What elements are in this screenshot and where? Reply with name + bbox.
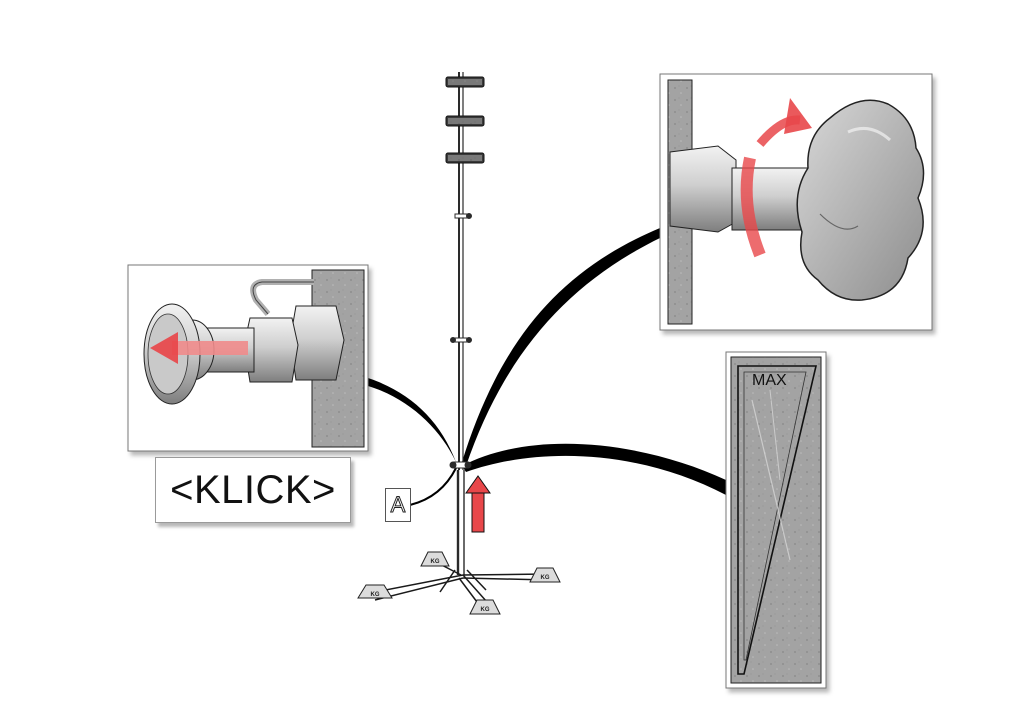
lamp-heads: [445, 76, 485, 164]
base-weight-label: KG: [431, 559, 440, 565]
telescopic-pole: [449, 72, 472, 575]
extend-up-arrow: [465, 475, 491, 533]
connector-right-top-detail: [462, 228, 660, 466]
callout-connectors: [368, 228, 726, 506]
lamp-head-bottom: [445, 152, 485, 164]
connector-left-detail: [368, 378, 456, 462]
detail-marker-a: A: [385, 488, 411, 522]
connector-max-detail: [462, 443, 726, 495]
base-weight-right: KG: [529, 567, 561, 583]
tripod-base: [374, 559, 549, 611]
max-label: MAX: [752, 372, 787, 389]
base-weight-front: KG: [469, 599, 501, 615]
lamp-head-middle: [445, 115, 485, 127]
connector-marker-a: [409, 467, 457, 506]
detail-max-mark: [725, 351, 827, 689]
base-weight-label: KG: [481, 607, 490, 613]
lamp-head-top: [445, 76, 485, 88]
base-weight-label: KG: [541, 575, 550, 581]
detail-spring-pin: [127, 264, 369, 452]
base-weight-label: KG: [371, 592, 380, 598]
detail-star-knob: [659, 73, 933, 331]
base-weight-left: KG: [357, 584, 393, 599]
klick-label: <KLICK>: [155, 457, 351, 523]
base-weight-back: KG: [420, 551, 450, 567]
